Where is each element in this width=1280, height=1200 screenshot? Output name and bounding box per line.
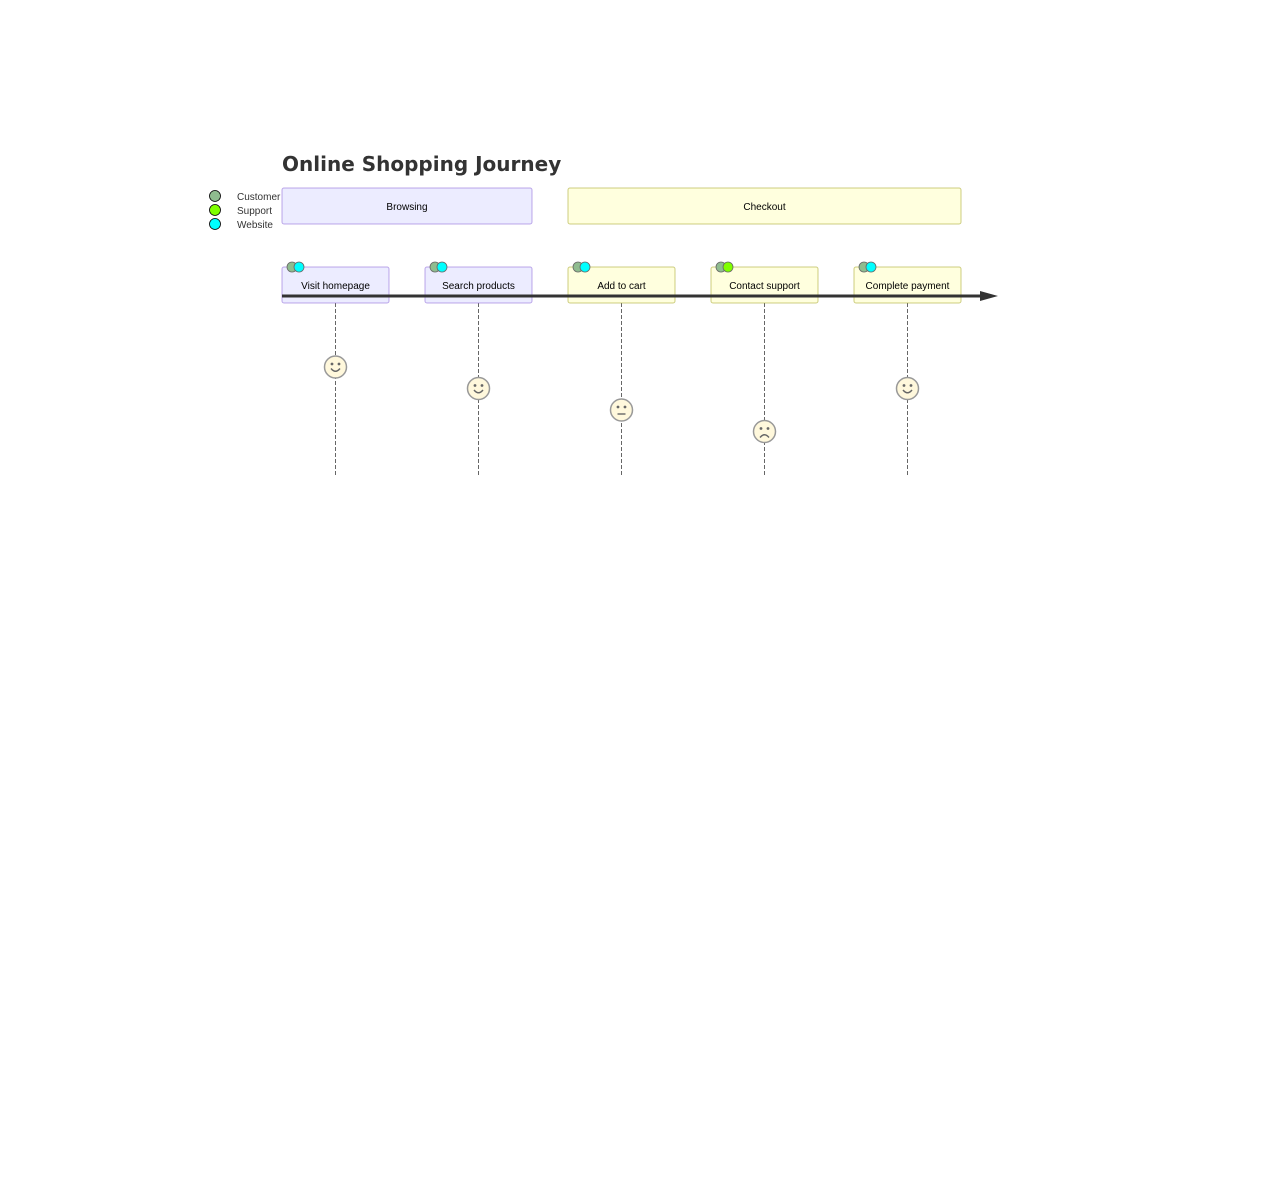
section-label-browsing: Browsing <box>386 202 427 213</box>
face-mouth <box>759 434 770 438</box>
task-complete-payment: Complete payment <box>853 261 962 304</box>
face-eye-right <box>337 362 341 366</box>
face-eye-left <box>616 405 620 409</box>
face-eye-left <box>902 384 906 387</box>
actor-dot-support <box>722 261 734 273</box>
face-circle <box>752 419 777 444</box>
face-eye-left <box>473 384 477 387</box>
task-box <box>281 266 390 304</box>
score-face-visit-homepage <box>323 355 348 379</box>
task-visit-homepage: Visit homepage <box>281 261 390 304</box>
task-label: Search products <box>442 281 515 292</box>
actor-dot-website <box>293 261 305 273</box>
task-box <box>424 266 533 304</box>
face-eye-right <box>623 405 627 409</box>
score-face-complete-payment <box>895 376 920 401</box>
face-eye-right <box>909 384 913 387</box>
legend-dot-support <box>209 204 221 216</box>
section-label-checkout: Checkout <box>743 202 785 213</box>
task-label: Add to cart <box>597 281 646 292</box>
face-eye-right <box>480 384 484 387</box>
legend-dot-customer <box>209 190 221 202</box>
section-checkout <box>567 187 962 225</box>
actor-dot-website <box>865 261 877 273</box>
actor-dot-website <box>436 261 448 273</box>
face-mouth <box>473 389 484 394</box>
task-label: Contact support <box>729 281 800 292</box>
face-circle <box>609 398 634 422</box>
face-mouth <box>902 389 913 394</box>
task-search-products: Search products <box>424 261 533 304</box>
face-eye-right <box>766 427 770 430</box>
face-circle <box>895 376 920 401</box>
legend-label-website: Website <box>237 220 273 231</box>
legend-label-customer: Customer <box>237 192 281 203</box>
face-circle <box>323 355 348 379</box>
task-contact-support: Contact support <box>710 261 819 304</box>
face-mouth <box>330 368 341 372</box>
score-face-search-products <box>466 376 491 401</box>
task-lines <box>335 303 908 475</box>
score-face-contact-support <box>752 419 777 444</box>
task-box <box>710 266 819 304</box>
face-eye-left <box>759 427 763 430</box>
tasks: Visit homepage Search products Add to cart… <box>281 261 962 304</box>
face-eye-left <box>330 362 334 366</box>
actor-dot-website <box>579 261 591 273</box>
timeline-arrowhead <box>980 291 998 301</box>
section-browsing <box>281 187 533 225</box>
score-face-add-to-cart <box>609 398 634 422</box>
legend-dot-website <box>209 218 221 230</box>
task-box <box>853 266 962 304</box>
sections: Browsing Checkout <box>281 187 962 225</box>
score-faces <box>323 355 920 444</box>
legend-label-support: Support <box>237 206 272 217</box>
face-circle <box>466 376 491 401</box>
task-label: Visit homepage <box>301 281 370 292</box>
page-title: Online Shopping Journey <box>282 152 561 176</box>
task-label: Complete payment <box>866 281 950 292</box>
task-add-to-cart: Add to cart <box>567 261 676 304</box>
timeline <box>282 291 998 301</box>
task-box <box>567 266 676 304</box>
